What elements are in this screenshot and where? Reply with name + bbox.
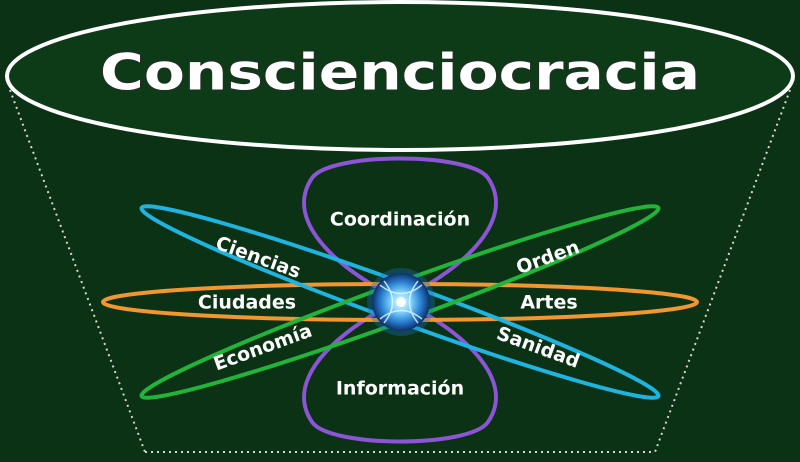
label-coordinacion: Coordinación xyxy=(330,209,470,231)
label-ciencias: Ciencias xyxy=(213,232,304,283)
petal-coordinacion xyxy=(302,156,498,303)
label-ciudades: Ciudades xyxy=(198,292,296,314)
title: Consciencioc­racia xyxy=(100,44,700,102)
label-artes: Artes xyxy=(520,292,577,314)
glowing-orb-icon xyxy=(367,268,435,336)
petal-informacion xyxy=(302,297,498,444)
funnel-left-line xyxy=(9,89,146,453)
title-ellipse xyxy=(5,0,795,152)
funnel-right-line xyxy=(654,89,791,453)
label-informacion: Información xyxy=(336,378,464,400)
label-sanidad: Sanidad xyxy=(494,322,583,372)
label-orden: Orden xyxy=(513,236,582,279)
